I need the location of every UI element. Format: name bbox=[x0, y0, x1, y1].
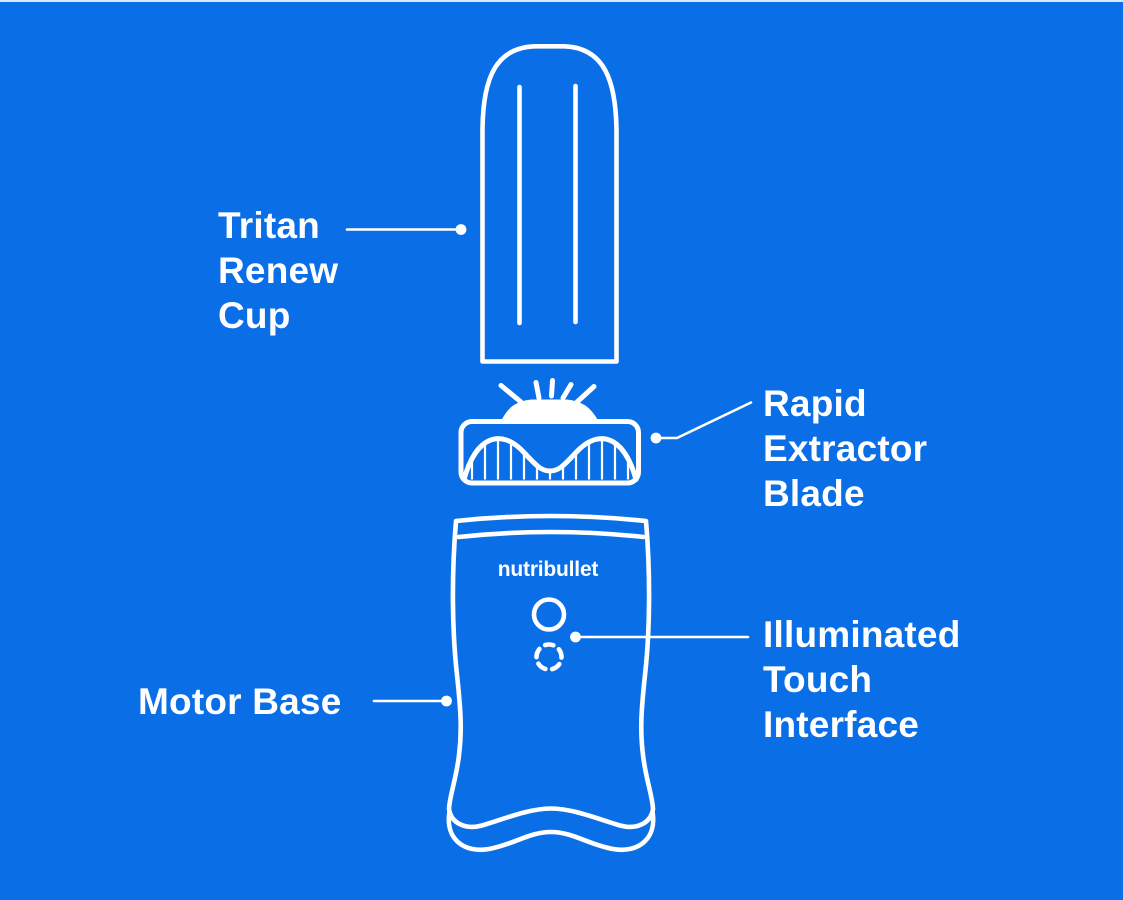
label-rapid-extractor-blade: Rapid Extractor Blade bbox=[763, 381, 927, 516]
power-button-circle bbox=[531, 597, 567, 632]
label-line: Renew bbox=[218, 250, 339, 291]
blade-wave-line bbox=[461, 436, 639, 482]
leader-dot-base bbox=[441, 695, 452, 707]
motor-base-outline bbox=[446, 513, 656, 830]
label-line: Touch bbox=[763, 659, 873, 700]
blade-spike-midleft bbox=[533, 380, 542, 401]
label-line: Tritan bbox=[218, 205, 320, 246]
label-line: Motor Base bbox=[138, 681, 342, 722]
label-line: Extractor bbox=[763, 428, 928, 469]
blade-hub bbox=[501, 399, 599, 423]
cup-outline bbox=[480, 44, 619, 364]
label-line: Rapid bbox=[763, 383, 867, 424]
callout-leaders bbox=[345, 224, 753, 707]
motor-base-top-rim bbox=[456, 529, 646, 540]
motor-base-drawing bbox=[446, 513, 656, 853]
leader-dot-blade bbox=[650, 432, 662, 444]
leader-dot-cup bbox=[455, 224, 467, 235]
label-motor-base: Motor Base bbox=[138, 679, 341, 724]
leader-dot-interface bbox=[570, 631, 581, 643]
label-line: Illuminated bbox=[763, 614, 961, 655]
top-edge-line bbox=[0, 0, 1123, 2]
label-tritan-renew-cup: Tritan Renew Cup bbox=[218, 203, 338, 338]
blade-spike-midright bbox=[560, 382, 574, 401]
label-illuminated-touch-interface: Illuminated Touch Interface bbox=[763, 612, 961, 747]
label-line: Cup bbox=[218, 295, 291, 336]
blade-drawing bbox=[458, 378, 641, 486]
blade-spike-right bbox=[574, 384, 597, 405]
blade-spike-center bbox=[549, 378, 555, 399]
label-line: Interface bbox=[763, 704, 920, 745]
touch-ring-dashed-circle bbox=[534, 642, 564, 672]
leader-line-blade bbox=[656, 401, 753, 440]
blade-body-outline bbox=[458, 419, 641, 486]
motor-base-bottom-rim bbox=[446, 809, 656, 853]
cup-drawing bbox=[480, 44, 619, 364]
blade-spike-left bbox=[498, 383, 524, 405]
label-line: Blade bbox=[763, 473, 865, 514]
brand-logotype: nutribullet bbox=[497, 558, 599, 581]
